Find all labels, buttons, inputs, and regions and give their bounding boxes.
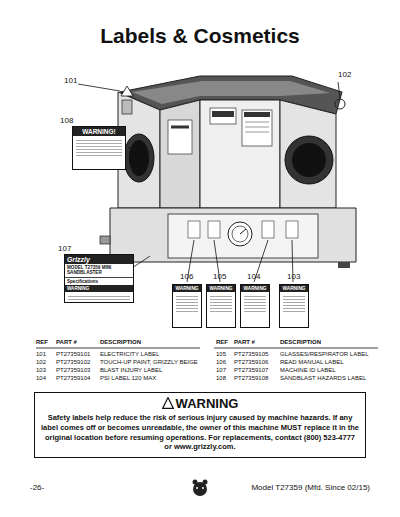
table-header: REF [36, 339, 48, 345]
warning-label: WARNING [172, 284, 202, 328]
hazard-label: WARNING! [72, 126, 126, 170]
table-cell: BLAST INJURY LABEL [100, 367, 162, 373]
table-cell: 103 [36, 367, 46, 373]
label-body-lines [176, 294, 198, 312]
label-body-lines [68, 294, 130, 300]
label-body-lines [210, 294, 232, 312]
table-cell: PT27359104 [56, 375, 90, 381]
table-cell: PT27359108 [234, 375, 268, 381]
table-cell: PSI LABEL 120 MAX [100, 375, 156, 381]
table-header: PART # [234, 339, 255, 345]
spec-heading: Specifications [65, 277, 133, 285]
table-cell: 102 [36, 359, 46, 365]
table-cell: MACHINE ID LABEL [280, 367, 336, 373]
warning-triangle [162, 397, 174, 409]
label-heading: WARNING [207, 285, 235, 292]
label-heading: WARNING! [73, 127, 125, 136]
table-cell: 101 [36, 351, 46, 357]
brand-logo: Grizzly [65, 255, 133, 264]
label-heading: WARNING [173, 285, 201, 292]
callout-number: 102 [338, 70, 351, 79]
table-cell: 105 [216, 351, 226, 357]
callout-number: 104 [247, 272, 260, 281]
table-cell: SANDBLAST HAZARDS LABEL [280, 375, 366, 381]
warning-heading: WARNING [65, 285, 133, 292]
table-header: DESCRIPTION [100, 339, 141, 345]
warning-heading: WARNING [35, 393, 365, 411]
callout-number: 106 [180, 272, 193, 281]
table-cell: GLASSES/RESPIRATOR LABEL [280, 351, 368, 357]
table-cell: READ MANUAL LABEL [280, 359, 343, 365]
callout-number: 107 [58, 244, 71, 253]
callout-number: 103 [287, 272, 300, 281]
table-header: REF [216, 339, 228, 345]
page-number: -26- [30, 483, 44, 492]
table-cell: 104 [36, 375, 46, 381]
label-body-lines [76, 138, 122, 156]
table-cell: 108 [216, 375, 226, 381]
table-header: DESCRIPTION [280, 339, 321, 345]
warning-label: WARNING [240, 284, 270, 328]
table-cell: PT27359107 [234, 367, 268, 373]
table-cell: ELECTRICITY LABEL [100, 351, 159, 357]
table-cell: PT27359102 [56, 359, 90, 365]
table-cell: PT27359106 [234, 359, 268, 365]
table-cell: PT27359101 [56, 351, 90, 357]
machine-id-label: GrizzlyMODEL T27359 MINI SANDBLASTERSpec… [64, 254, 134, 303]
callout-number: 108 [60, 116, 73, 125]
warning-box: WARNINGSafety labels help reduce the ris… [34, 392, 366, 458]
callout-number: 101 [64, 76, 77, 85]
model-footer: Model T27359 (Mfd. Since 02/15) [251, 483, 370, 492]
warning-label: WARNING [279, 284, 309, 328]
model-name: MODEL T27359 MINI SANDBLASTER [65, 264, 133, 277]
label-heading: WARNING [280, 285, 308, 292]
warning-label: WARNING [206, 284, 236, 328]
table-cell: PT27359103 [56, 367, 90, 373]
label-heading: WARNING [241, 285, 269, 292]
label-body-lines [283, 294, 305, 312]
table-cell: TOUCH-UP PAINT, GRIZZLY BEIGE [100, 359, 198, 365]
table-cell: 107 [216, 367, 226, 373]
warning-body: Safety labels help reduce the risk of se… [35, 411, 365, 457]
callout-number: 105 [213, 272, 226, 281]
label-body-lines [244, 294, 266, 312]
page-title: Labels & Cosmetics [0, 24, 400, 48]
table-cell: PT27359105 [234, 351, 268, 357]
table-header: PART # [56, 339, 77, 345]
warning-heading-text: WARNING [176, 396, 239, 411]
table-cell: 106 [216, 359, 226, 365]
